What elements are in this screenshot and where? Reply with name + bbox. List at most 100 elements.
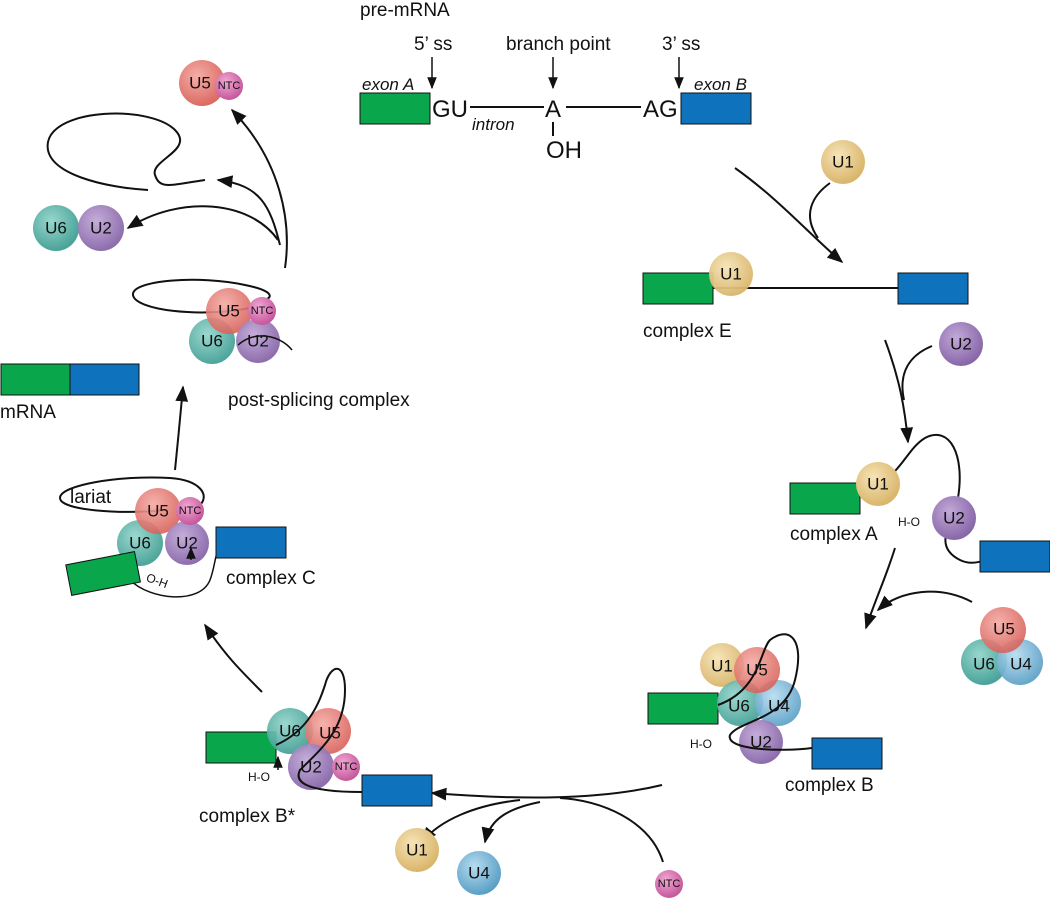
released-u5-ntc: U5 NTC	[179, 60, 243, 106]
arrow-to-complex-e	[734, 167, 844, 264]
branch-point-label: branch point	[506, 34, 611, 55]
five-prime-ss-label: 5’ ss	[414, 34, 452, 55]
svg-text:U5: U5	[147, 502, 169, 521]
complex-c-u5	[135, 488, 181, 534]
free-ntc: NTC	[655, 870, 683, 898]
free-tri-snrnp: U6 U4 U5	[961, 607, 1043, 685]
tri-u6-label: U6	[973, 655, 995, 674]
svg-text:NTC: NTC	[218, 80, 241, 92]
free-u1-snrnp: U1	[821, 140, 865, 184]
complex-b-intron	[717, 633, 813, 751]
svg-text:U2: U2	[247, 332, 269, 351]
complex-a-ho-label: H-O	[898, 515, 920, 529]
u1-release-arrow	[420, 799, 521, 844]
svg-text:U6: U6	[728, 697, 750, 716]
lariat-label: lariat	[70, 487, 112, 508]
complex-e-u1: U1	[709, 252, 753, 296]
released-u4-snrnp: U4	[457, 851, 501, 895]
exon-a-label: exon A	[362, 75, 414, 94]
complex-b-star-intron	[275, 667, 363, 793]
complex-e-exon-a	[642, 272, 714, 305]
svg-text:U6: U6	[129, 534, 151, 553]
complex-a-intron	[859, 433, 986, 564]
complex-b-exon-a	[647, 692, 719, 725]
complex-a-exon-b	[979, 540, 1050, 573]
svg-text:U1: U1	[832, 153, 854, 172]
post-splicing-u2	[236, 319, 280, 363]
mrna-label: mRNA	[0, 402, 56, 423]
complex-b: U1 U6 U4 U5 U2 H-O complex B	[647, 633, 883, 796]
post-splicing-strand	[237, 335, 293, 351]
svg-text:U5: U5	[746, 661, 768, 680]
pre-mrna-title: pre-mRNA	[360, 0, 450, 21]
u4-release-arrow	[481, 801, 541, 844]
arrow-to-complex-a	[884, 339, 914, 444]
svg-text:NTC: NTC	[335, 761, 358, 773]
complex-c-label: complex C	[226, 568, 316, 589]
complex-e-exon-b	[897, 272, 969, 305]
gu-dinucleotide: GU	[432, 96, 468, 123]
complex-c-lariat-loop	[58, 476, 205, 513]
svg-text:NTC: NTC	[179, 505, 202, 517]
complex-a-u2: U2	[932, 496, 976, 540]
svg-text:U1: U1	[406, 841, 428, 860]
complex-b-star-ho-label: H-O	[248, 770, 270, 784]
arrow-to-complex-b	[864, 547, 896, 630]
complex-b-u1	[700, 643, 744, 687]
released-u6-u2: U6 U2	[33, 205, 124, 251]
svg-text:U4: U4	[768, 697, 790, 716]
svg-text:U5: U5	[319, 724, 341, 743]
complex-a-exon-a	[789, 482, 861, 515]
complex-c-exon-b	[215, 526, 287, 559]
pre-mrna-panel: pre-mRNA 5’ ss branch point 3’ ss exon A…	[359, 0, 752, 164]
post-splicing-ntc	[248, 297, 276, 325]
released-lariat	[46, 112, 206, 191]
arrow-to-complex-c	[204, 623, 263, 693]
complex-c-exon-a	[65, 551, 141, 596]
intron-label: intron	[472, 115, 515, 134]
branch-adenosine: A	[545, 96, 561, 123]
mrna-exon-a	[0, 363, 71, 396]
post-splicing-label: post-splicing complex	[228, 390, 410, 411]
svg-text:U1: U1	[720, 265, 742, 284]
complex-b-star-exon-a	[205, 731, 277, 764]
complex-b-label: complex B	[785, 775, 874, 796]
complex-b-star-ntc	[332, 753, 360, 781]
svg-text:U2: U2	[176, 534, 198, 553]
post-splicing-lariat	[132, 278, 271, 314]
svg-text:U6: U6	[201, 332, 223, 351]
svg-text:U2: U2	[950, 335, 972, 354]
released-u1-snrnp: U1	[395, 828, 439, 872]
svg-text:U1: U1	[711, 657, 733, 676]
ntc-join-curve	[559, 797, 664, 863]
exon-b	[680, 92, 752, 125]
complex-c-oh-label: O-H	[144, 570, 169, 591]
svg-text:U2: U2	[300, 758, 322, 777]
arrow-to-complex-b-star	[430, 784, 663, 801]
u5-ntc-release-arrow	[230, 108, 288, 269]
mrna-product: mRNA	[0, 363, 140, 423]
svg-text:U6: U6	[279, 722, 301, 741]
lariat-release-arrow	[216, 175, 281, 246]
free-u2-snrnp: U2	[939, 322, 983, 366]
svg-text:U2: U2	[943, 509, 965, 528]
svg-text:NTC: NTC	[658, 878, 681, 890]
complex-b-star-u6	[267, 708, 313, 754]
svg-text:U2: U2	[750, 733, 772, 752]
tri-u4-label: U4	[1010, 655, 1032, 674]
svg-text:U5: U5	[218, 302, 240, 321]
svg-text:U6: U6	[45, 219, 67, 238]
u2-join-curve	[901, 345, 933, 401]
tri-snrnp-join-curve	[876, 590, 973, 612]
complex-b-ho-label: H-O	[690, 737, 712, 751]
svg-text:NTC: NTC	[251, 305, 274, 317]
complex-b-exon-b	[811, 737, 883, 770]
ag-dinucleotide: AG	[643, 96, 678, 123]
exon-b-label: exon B	[694, 75, 747, 94]
complex-b-u2	[739, 720, 783, 764]
tri-u5-label: U5	[993, 620, 1015, 639]
complex-b-star-exon-b	[361, 774, 433, 807]
complex-b-star-label: complex B*	[199, 806, 296, 827]
complex-e: U1 complex E	[642, 252, 969, 342]
